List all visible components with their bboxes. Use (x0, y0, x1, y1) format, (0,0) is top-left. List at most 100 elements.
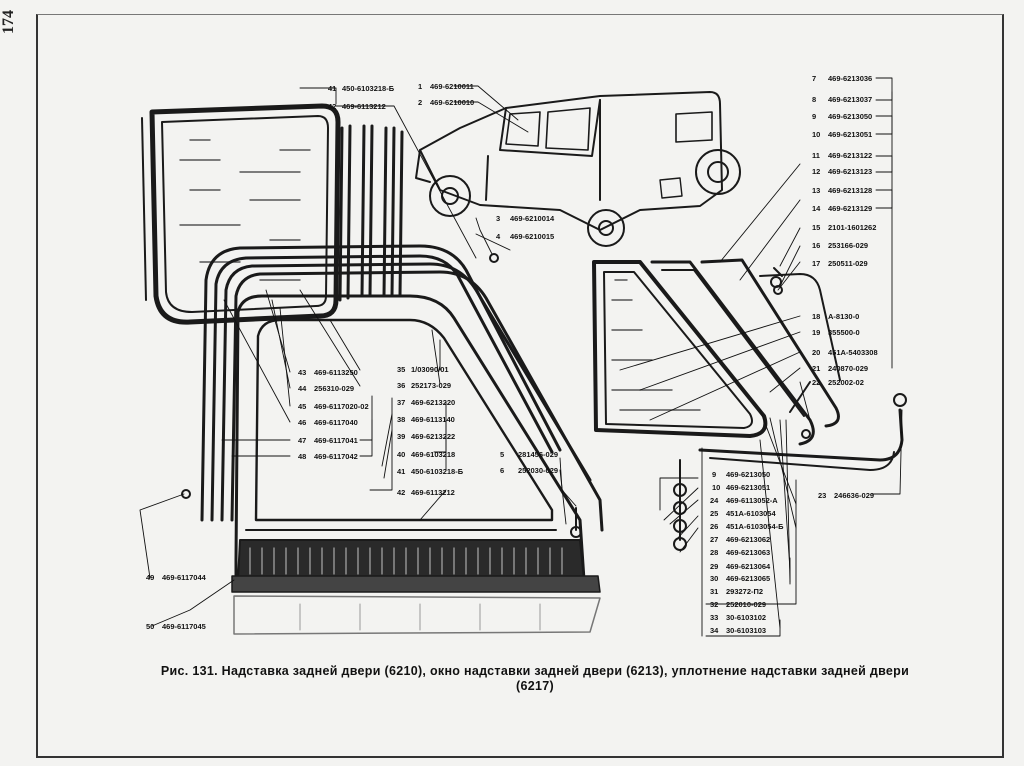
fasteners (181, 253, 811, 551)
callout-5-code: 281456-029 (518, 450, 558, 459)
callout-52: 50 (146, 622, 154, 631)
callout-13: 13 (812, 186, 820, 195)
callout-31-code: 293272-П2 (726, 587, 763, 596)
callout-30-code: 469-6213065 (726, 574, 770, 583)
callout-12: 12 (812, 167, 820, 176)
callout-15-code: 2101-1601262 (828, 223, 876, 232)
callout-41-code: 450-6103218-Б (411, 467, 464, 476)
callout-51: 49 (146, 573, 154, 582)
callout-26-code: 451А-6103054-Б (726, 522, 784, 531)
callout-41: 41 (397, 467, 405, 476)
callout-17-code: 250511-029 (828, 259, 868, 268)
callout-14: 14 (812, 204, 821, 213)
callout-15: 15 (812, 223, 820, 232)
callout-1-code: 469-6210011 (430, 82, 474, 91)
callout-18: 18 (812, 312, 820, 321)
callout-44-code: 469-6113212 (342, 102, 386, 111)
callout-30: 30 (710, 574, 718, 583)
callout-42-code: 469-6113212 (411, 488, 455, 497)
callout-18-code: A-8130-0 (828, 312, 859, 321)
callout-10-code: 469-6213051 (828, 130, 872, 139)
callout-26: 26 (710, 522, 718, 531)
callout-43: 41 (328, 84, 336, 93)
callout-21-code: 240870-029 (828, 364, 868, 373)
callout-49: 47 (298, 436, 306, 445)
callout-14-code: 469-6213129 (828, 204, 872, 213)
callout-10b: 10 (712, 483, 720, 492)
callout-33: 33 (710, 613, 718, 622)
callout-21: 21 (812, 364, 820, 373)
callout-16: 16 (812, 241, 820, 250)
callout-11: 11 (812, 151, 820, 160)
callout-4-code: 469-6210015 (510, 232, 554, 241)
callout-46-code: 256310-029 (314, 384, 354, 393)
callout-38-code: 469-6113140 (411, 415, 455, 424)
callout-47: 45 (298, 402, 306, 411)
callout-36-code: 252173-029 (411, 381, 451, 390)
callout-9: 9 (812, 112, 816, 121)
callout-43-code: 450-6103218-Б (342, 84, 395, 93)
callout-11-code: 469-6213122 (828, 151, 872, 160)
callout-7: 7 (812, 74, 816, 83)
callout-33-code: 30-6103102 (726, 613, 766, 622)
callout-6-code: 252030-029 (518, 466, 558, 475)
side-window-panel (141, 103, 341, 325)
callout-8-code: 469-6213037 (828, 95, 872, 104)
callout-44: 42 (328, 102, 336, 111)
door-seal-rails (200, 244, 604, 532)
callout-7-code: 469-6213036 (828, 74, 872, 83)
door-extension-frame (231, 294, 601, 635)
callout-9-code: 469-6213050 (828, 112, 872, 121)
callout-40-code: 469-6103218 (411, 450, 455, 459)
callout-50: 48 (298, 452, 306, 461)
callout-45-code: 469-6113250 (314, 368, 358, 377)
callout-37-code: 469-6213220 (411, 398, 455, 407)
callout-3-code: 469-6210014 (510, 214, 555, 223)
callout-19-code: 355500-0 (828, 328, 860, 337)
callout-3: 3 (496, 214, 500, 223)
callout-6: 6 (500, 466, 504, 475)
callout-52-code: 469-6117045 (162, 622, 206, 631)
callout-31: 31 (710, 587, 718, 596)
callout-42: 42 (397, 488, 405, 497)
callout-23: 23 (818, 491, 826, 500)
callout-45: 43 (298, 368, 306, 377)
callout-40: 40 (397, 450, 405, 459)
caption-line-1: Рис. 131. Надставка задней двери (6210),… (160, 664, 910, 678)
callout-49-code: 469-6117041 (314, 436, 358, 445)
figure-caption: Рис. 131. Надставка задней двери (6210),… (120, 664, 950, 694)
callout-35-code: 1/03090/01 (411, 365, 449, 374)
callout-36: 36 (397, 381, 405, 390)
callout-16-code: 253166-029 (828, 241, 868, 250)
callout-20-code: 451A-5403308 (828, 348, 878, 357)
callout-labels: 41 450-6103218-Б 42 469-6113212 1 469-62… (146, 74, 878, 635)
callout-1: 1 (418, 82, 422, 91)
callout-50-code: 469-6117042 (314, 452, 358, 461)
callout-48: 46 (298, 418, 306, 427)
callout-4: 4 (496, 232, 501, 241)
callout-35: 35 (397, 365, 405, 374)
callout-48-code: 469-6117040 (314, 418, 358, 427)
vehicle-sketch (415, 91, 741, 247)
callout-27: 27 (710, 535, 718, 544)
leader-lines (139, 77, 903, 637)
callout-22: 22 (812, 378, 820, 387)
callout-24: 24 (710, 496, 719, 505)
callout-12-code: 469-6213123 (828, 167, 872, 176)
callout-8: 8 (812, 95, 816, 104)
callout-28: 28 (710, 548, 718, 557)
caption-line-2: (6217) (516, 679, 554, 693)
callout-10: 10 (812, 130, 820, 139)
callout-22-code: 252002-02 (828, 378, 864, 387)
callout-39: 39 (397, 432, 405, 441)
callout-34: 34 (710, 626, 719, 635)
callout-37: 37 (397, 398, 405, 407)
callout-10b-code: 469-6213051 (726, 483, 770, 492)
callout-27-code: 469-6213062 (726, 535, 770, 544)
callout-13-code: 469-6213128 (828, 186, 872, 195)
vertical-seal-strips (338, 124, 404, 302)
callout-19: 19 (812, 328, 820, 337)
callout-38: 38 (397, 415, 405, 424)
callout-25: 25 (710, 509, 718, 518)
